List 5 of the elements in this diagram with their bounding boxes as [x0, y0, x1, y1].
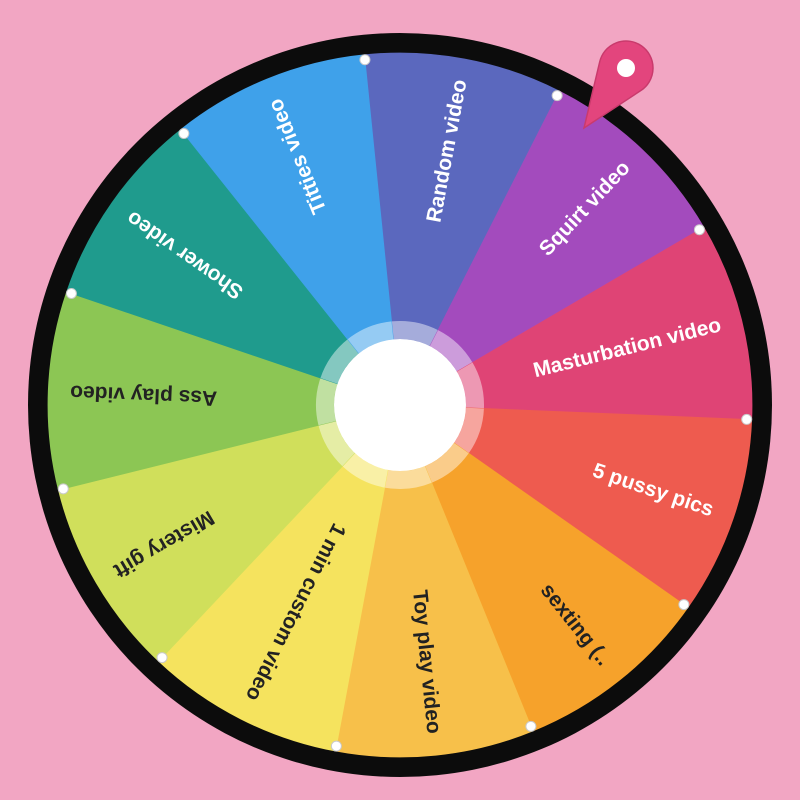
slice-label: Toy play video: [406, 588, 446, 735]
slice-label: Random video: [422, 78, 472, 224]
slice-label: Titties video: [264, 94, 333, 217]
slice-label: 5 pussy pics: [589, 459, 716, 522]
slice-label: Ass play video: [70, 379, 218, 410]
